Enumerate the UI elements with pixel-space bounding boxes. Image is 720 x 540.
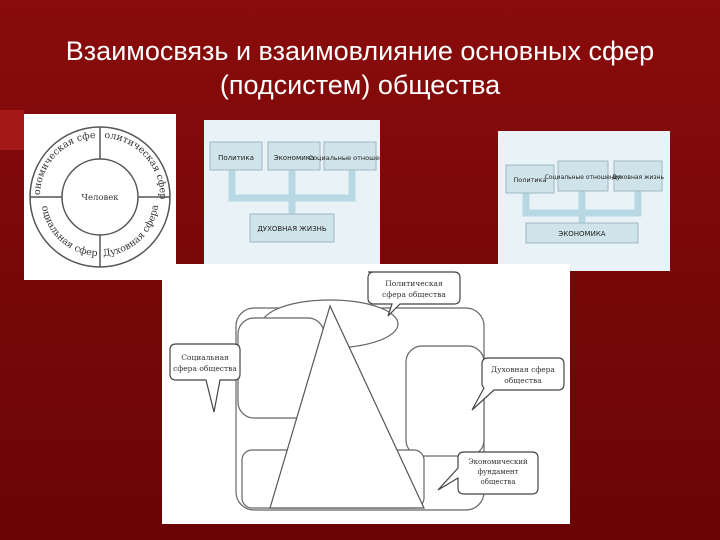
label-economy: Экономика (274, 154, 315, 162)
callout-political-line2: сфера общества (382, 290, 446, 299)
callout-spiritual (471, 357, 565, 411)
box-social-relations (323, 141, 377, 171)
slide-title: Взаимосвязь и взаимовлияние основных сфе… (0, 34, 720, 102)
box-politics (209, 141, 263, 171)
title-line-2: (подсистем) общества (219, 70, 501, 100)
pyramid-diagram: Политическая сфера общества Социальная с… (169, 271, 565, 511)
circle-diagram-panel: Экономическая сфера Политическая сфера С… (24, 114, 176, 280)
callout-economic-line3: общества (481, 478, 516, 486)
circle-diagram: Экономическая сфера Политическая сфера С… (24, 114, 171, 268)
spiritual-life-diagram: Политика Экономика Социальные отношения … (209, 141, 380, 243)
callout-social-line1: Социальная (181, 353, 229, 362)
box-economy (525, 222, 639, 244)
box-spiritual-life (613, 160, 663, 192)
economy-diagram: Политика Социальные отношения Духовная ж… (505, 160, 665, 244)
callout-economic-line1: Экономический (468, 458, 528, 466)
box-politics (505, 164, 555, 194)
spiritual-block (405, 345, 485, 457)
label-economy: ЭКОНОМИКА (558, 230, 605, 238)
box-economy (267, 141, 321, 171)
box-spiritual-life (249, 213, 335, 243)
callout-political (367, 271, 461, 317)
label-politics: Политика (513, 176, 546, 184)
label-spiritual-life: ДУХОВНАЯ ЖИЗНЬ (257, 225, 327, 233)
callout-economic (437, 451, 539, 495)
center-label: Человек (81, 193, 119, 203)
box-social-relations (557, 160, 609, 192)
label-spiritual-life: Духовная жизнь (612, 174, 665, 181)
callout-economic-line2: фундамент (478, 468, 519, 476)
label-social-relations: Социальные отношения (309, 154, 380, 162)
decorative-band (0, 110, 24, 150)
economy-diagram-panel: Политика Социальные отношения Духовная ж… (498, 131, 670, 271)
callout-political-line1: Политическая (385, 279, 443, 288)
pyramid-triangle (269, 304, 425, 509)
callout-social-line2: сфера общества (173, 364, 237, 373)
title-line-1: Взаимосвязь и взаимовлияние основных сфе… (65, 36, 655, 66)
callout-spiritual-line2: общества (504, 376, 542, 385)
label-politics: Политика (218, 154, 254, 162)
callout-social (169, 343, 241, 413)
label-social-relations: Социальные отношения (545, 174, 622, 181)
callout-spiritual-line1: Духовная сфера (491, 365, 555, 374)
pyramid-diagram-panel: Политическая сфера общества Социальная с… (162, 264, 570, 524)
spiritual-life-diagram-panel: Политика Экономика Социальные отношения … (204, 120, 380, 266)
